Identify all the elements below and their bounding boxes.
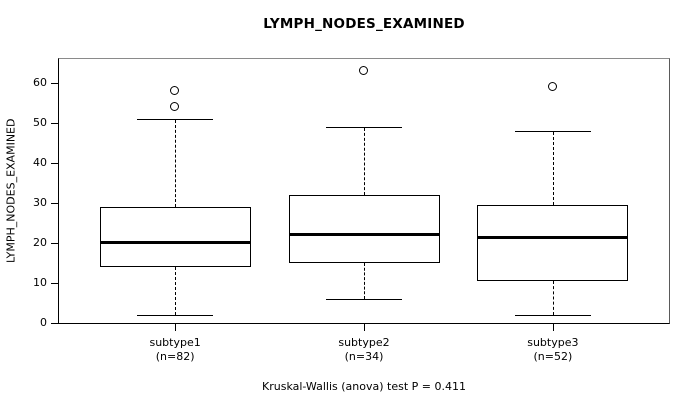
- y-axis-tick: [51, 322, 58, 324]
- outlier-point-subtype3: [547, 81, 557, 91]
- group-n-label: (n=52): [533, 350, 573, 363]
- y-axis-tick: [51, 282, 58, 284]
- median-line-subtype1: [99, 241, 251, 245]
- whisker-lower-subtype3: [552, 280, 554, 315]
- y-axis-tick: [51, 202, 58, 204]
- chart-title: LYMPH_NODES_EXAMINED: [263, 16, 465, 32]
- outlier-point-subtype1: [170, 85, 180, 95]
- outlier-point-subtype1: [170, 101, 180, 111]
- y-axis-tick-label: 10: [33, 275, 47, 289]
- whisker-lower-subtype2: [364, 262, 365, 299]
- group-name-label: subtype1: [149, 336, 201, 349]
- y-axis-tick: [51, 242, 58, 244]
- x-axis-group-label-subtype3: subtype3(n=52): [483, 336, 623, 364]
- iqr-box-subtype2: [288, 194, 440, 263]
- y-axis-tick-label: 0: [40, 315, 47, 329]
- y-axis-tick-label: 60: [33, 75, 47, 89]
- x-axis-group-label-subtype1: subtype1(n=82): [105, 336, 245, 364]
- y-axis-tick-label: 40: [33, 155, 47, 169]
- median-line-subtype3: [477, 236, 629, 239]
- whisker-upper-subtype1: [175, 119, 177, 207]
- x-axis-tick: [364, 324, 365, 331]
- y-axis-tick-label: 30: [33, 195, 47, 209]
- whisker-cap-lower-subtype3: [514, 314, 591, 316]
- stat-test-caption: Kruskal-Wallis (anova) test P = 0.411: [262, 380, 466, 393]
- x-axis-tick: [552, 324, 554, 331]
- group-n-label: (n=34): [344, 350, 384, 363]
- iqr-box-subtype1: [99, 206, 251, 267]
- whisker-cap-upper-subtype2: [326, 126, 402, 128]
- y-axis-tick-label: 50: [33, 115, 47, 129]
- y-axis-tick: [51, 82, 58, 84]
- whisker-upper-subtype2: [364, 127, 365, 195]
- group-name-label: subtype3: [527, 336, 579, 349]
- whisker-cap-lower-subtype1: [137, 314, 214, 316]
- whisker-cap-lower-subtype2: [326, 298, 402, 300]
- whisker-lower-subtype1: [175, 266, 177, 315]
- x-axis-tick: [175, 324, 177, 331]
- outlier-point-subtype2: [359, 65, 368, 75]
- group-name-label: subtype2: [338, 336, 390, 349]
- x-axis-group-label-subtype2: subtype2(n=34): [294, 336, 434, 364]
- median-line-subtype2: [288, 233, 440, 237]
- y-axis-label: LYMPH_NODES_EXAMINED: [4, 118, 18, 264]
- y-axis-tick: [51, 122, 58, 124]
- whisker-cap-upper-subtype3: [514, 130, 591, 132]
- whisker-upper-subtype3: [552, 131, 554, 205]
- group-n-label: (n=82): [155, 350, 195, 363]
- y-axis-tick: [51, 162, 58, 164]
- iqr-box-subtype3: [477, 204, 629, 281]
- y-axis-tick-label: 20: [33, 235, 47, 249]
- whisker-cap-upper-subtype1: [137, 118, 214, 120]
